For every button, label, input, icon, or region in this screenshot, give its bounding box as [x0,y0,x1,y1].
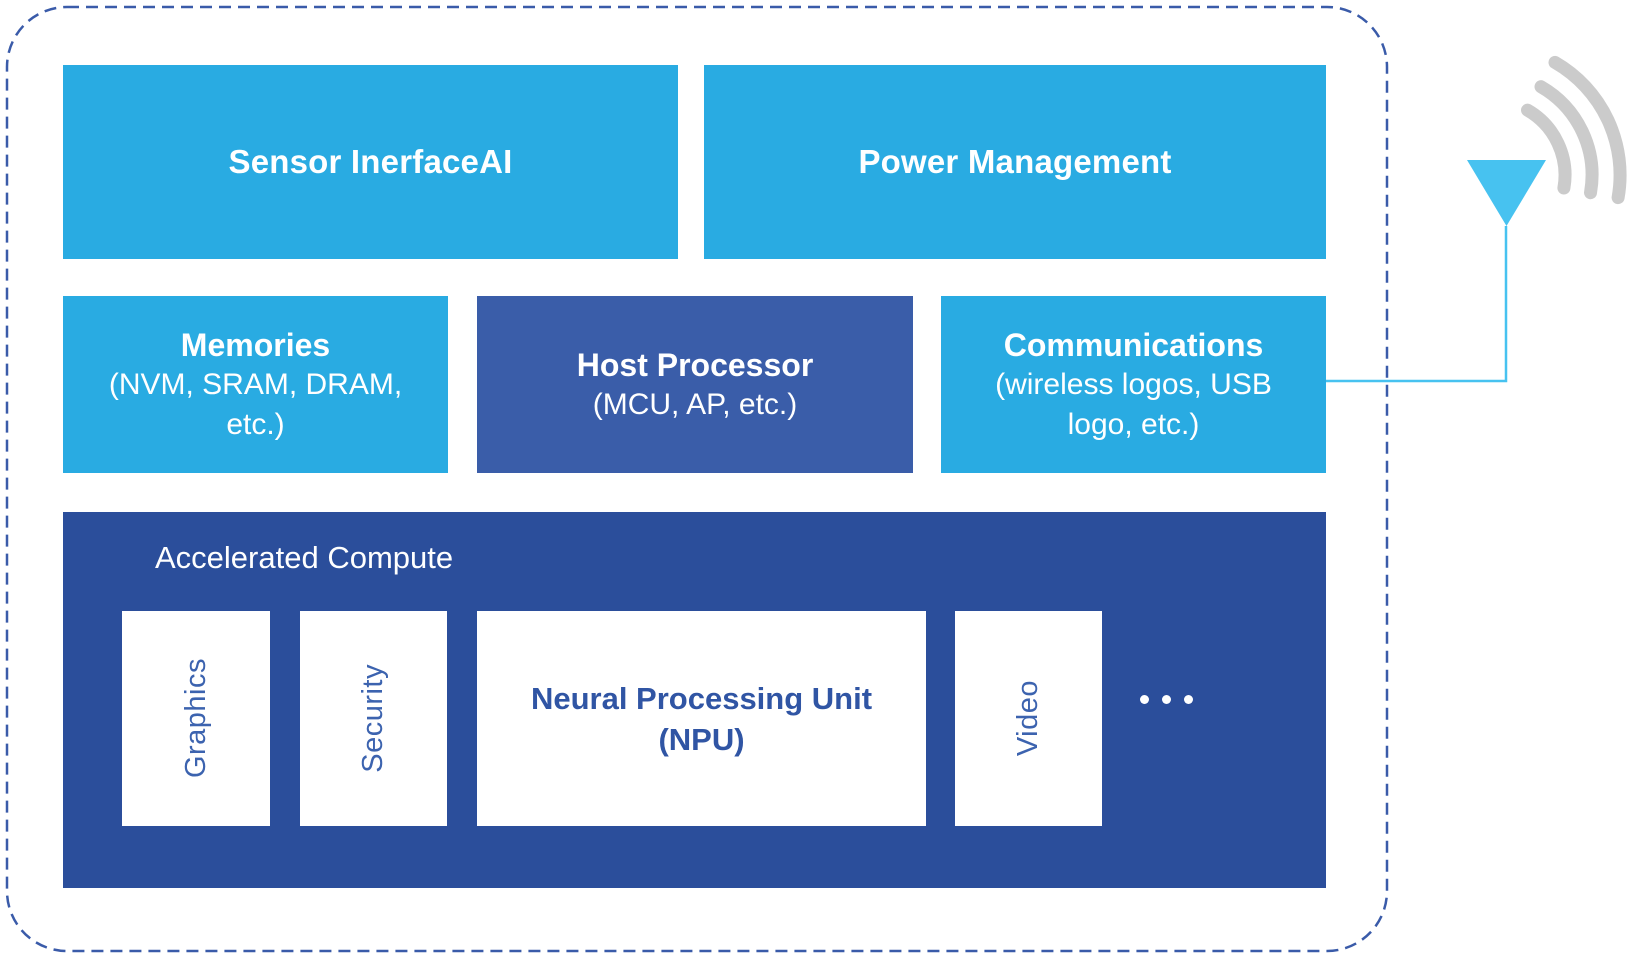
block-memories-title: Memories [180,326,331,363]
block-power-management: Power Management [704,65,1326,259]
ellipsis-icon [1140,695,1193,704]
antenna-icon [1467,160,1546,226]
dashed-border [5,5,1389,953]
module-npu: Neural Processing Unit (NPU) [477,611,926,826]
block-communications: Communications (wireless logos, USB logo… [941,296,1326,473]
block-communications-subtitle-line2: logo, etc.) [1067,407,1200,441]
antenna-connector-line [1326,226,1508,383]
block-memories: Memories (NVM, SRAM, DRAM, etc.) [63,296,448,473]
block-communications-subtitle-line1: (wireless logos, USB [995,367,1272,401]
block-host-processor: Host Processor (MCU, AP, etc.) [477,296,913,473]
module-video: Video [955,611,1102,826]
module-npu-label-line1: Neural Processing Unit [530,680,873,716]
module-graphics: Graphics [122,611,270,826]
ellipsis-dot [1162,695,1171,704]
module-security: Security [300,611,447,826]
ellipsis-dot [1140,695,1149,704]
block-host-processor-title: Host Processor [576,346,814,383]
module-npu-label-line2: (NPU) [658,721,745,757]
block-accelerated-compute: Accelerated Compute Graphics Security Ne… [63,512,1326,888]
module-graphics-label: Graphics [179,658,212,779]
ellipsis-dot [1184,695,1193,704]
block-communications-title: Communications [1003,326,1264,363]
block-memories-subtitle-line1: (NVM, SRAM, DRAM, [108,367,403,401]
block-power-management-label: Power Management [858,143,1172,180]
module-security-label: Security [357,664,389,773]
block-sensor-interface: Sensor InerfaceAI [63,65,678,259]
block-sensor-interface-label: Sensor InerfaceAI [228,143,513,180]
block-memories-subtitle-line2: etc.) [226,407,285,441]
block-host-processor-subtitle: (MCU, AP, etc.) [592,387,798,421]
accelerated-compute-label: Accelerated Compute [155,540,454,575]
module-video-label: Video [1012,680,1044,757]
wifi-signal-icon [1521,55,1627,205]
